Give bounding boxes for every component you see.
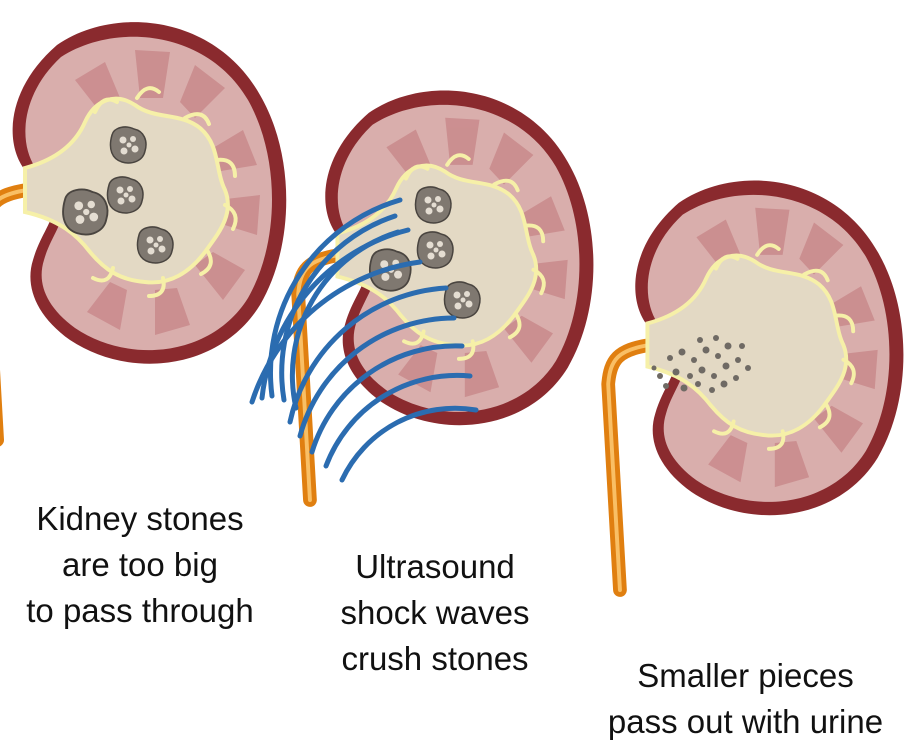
panel-shock-waves <box>249 88 596 500</box>
kidney-stone-icon <box>136 226 174 264</box>
caption-line: Ultrasound <box>355 548 515 585</box>
panel-stones-too-big <box>0 20 289 440</box>
caption-stones-too-big: Kidney stones are too big to pass throug… <box>0 496 280 634</box>
panel-fragments-pass <box>608 178 906 590</box>
caption-shock-waves: Ultrasound shock waves crush stones <box>300 544 570 682</box>
caption-line: to pass through <box>26 592 254 629</box>
kidney-stone-icon <box>414 186 452 224</box>
kidney-stone-icon <box>62 188 109 236</box>
ureter-icon <box>0 190 27 440</box>
caption-line: crush stones <box>341 640 529 677</box>
kidney-stone-icon <box>416 231 454 269</box>
kidney-stone-icon <box>443 281 481 319</box>
caption-line: shock waves <box>340 594 530 631</box>
caption-line: Smaller pieces <box>637 657 854 694</box>
kidney-stone-icon <box>109 126 147 164</box>
ureter-icon <box>608 345 649 590</box>
caption-line: Kidney stones <box>36 500 244 537</box>
caption-fragments-pass: Smaller pieces pass out with urine <box>578 653 913 745</box>
kidney-stone-icon <box>106 176 144 214</box>
caption-line: are too big <box>62 546 218 583</box>
kidney-icon <box>633 178 906 518</box>
caption-line: pass out with urine <box>607 703 884 740</box>
shock-wave-icon <box>249 197 479 483</box>
kidney-icon <box>10 20 289 366</box>
stone-fragments <box>651 335 751 393</box>
